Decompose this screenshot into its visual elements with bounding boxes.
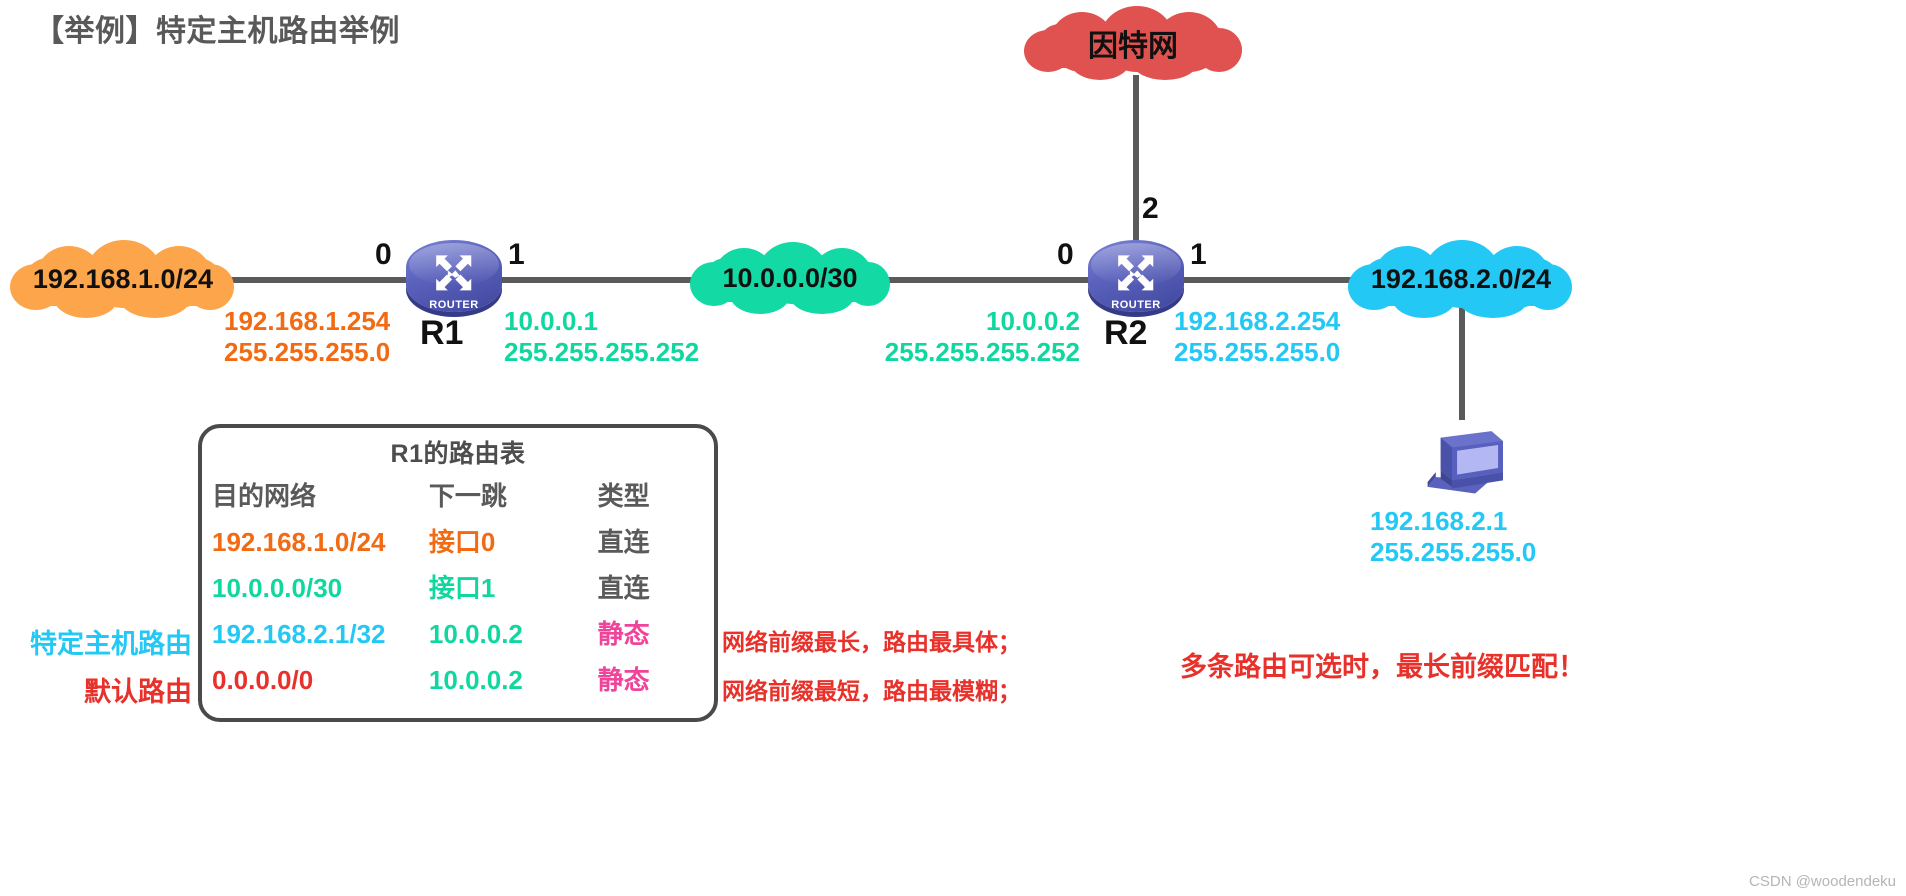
cell-nexthop: 10.0.0.2 [428, 619, 523, 649]
note-highlight-match: 多条路由可选时，最长前缀匹配！ [1180, 652, 1585, 682]
port-label-r2-2: 2 [1142, 192, 1159, 225]
iface-r1-if0: 192.168.1.254 255.255.255.0 [224, 306, 390, 367]
link-r1-wan [480, 277, 740, 283]
row-tag-default-route: 默认路由 [84, 677, 192, 707]
router-r1[interactable]: ROUTER [406, 240, 502, 312]
cell-dest: 192.168.2.1/32 [212, 619, 386, 649]
iface-ip: 192.168.2.254 [1174, 306, 1341, 336]
table-row: 192.168.1.0/24 接口0 直连 [202, 522, 714, 559]
cloud-puff [1196, 28, 1242, 72]
router-highlight [408, 242, 500, 287]
router-r2[interactable]: ROUTER [1088, 240, 1184, 312]
cloud-puff [54, 278, 118, 318]
computer-icon [1427, 431, 1503, 494]
iface-mask: 255.255.255.252 [884, 336, 1080, 367]
cloud-lan2: 192.168.2.0/24 [1348, 240, 1574, 318]
cell-nexthop: 10.0.0.2 [428, 665, 523, 695]
port-label-r2-1: 1 [1190, 238, 1207, 271]
cloud-lan1-label: 192.168.1.0/24 [32, 263, 214, 294]
cloud-puff [186, 264, 234, 310]
router-icon [436, 254, 472, 290]
cloud-puff [1070, 42, 1130, 80]
cloud-wan-label: 10.0.0.0/30 [722, 262, 858, 293]
cell-nexthop: 接口0 [428, 527, 496, 557]
cell-dest: 0.0.0.0/0 [212, 665, 314, 695]
note-shortest-prefix: 网络前缀最短，路由最模糊； [722, 678, 1021, 704]
host-mask: 255.255.255.0 [1370, 536, 1537, 567]
link-r2-lan2 [1165, 277, 1385, 283]
routing-table-title: R1的路由表 [390, 440, 526, 468]
router-highlight [1090, 242, 1182, 287]
routing-table: R1的路由表 目的网络 下一跳 类型 192.168.1.0/24 接口0 直连… [198, 424, 718, 722]
routing-table-header: 目的网络 下一跳 类型 [202, 476, 714, 513]
router-r1-name: R1 [420, 314, 464, 352]
iface-mask: 255.255.255.0 [1174, 336, 1341, 367]
cloud-internet-label: 因特网 [1088, 30, 1178, 63]
port-label-r2-0: 0 [1057, 238, 1074, 271]
page-title: 【举例】特定主机路由举例 [34, 15, 400, 48]
host-ip: 192.168.2.1 [1370, 506, 1508, 536]
iface-ip: 10.0.0.1 [504, 306, 598, 336]
column-header-nexthop: 下一跳 [428, 481, 507, 511]
column-header-dest: 目的网络 [212, 481, 317, 511]
router-r2-name: R2 [1104, 314, 1148, 352]
table-row: 192.168.2.1/32 10.0.0.2 静态 [202, 614, 714, 651]
link-lan1-r1 [196, 277, 428, 283]
host-computer[interactable] [1412, 418, 1512, 500]
cloud-internet: 因特网 [1022, 6, 1244, 80]
cloud-puff [1392, 278, 1456, 318]
iface-ip: 10.0.0.2 [986, 306, 1080, 336]
iface-r1-if1: 10.0.0.1 255.255.255.252 [504, 306, 699, 367]
iface-ip: 192.168.1.254 [224, 306, 391, 336]
cell-nexthop: 接口1 [428, 573, 496, 603]
cloud-puff [730, 276, 790, 314]
table-row: 10.0.0.0/30 接口1 直连 [202, 568, 714, 605]
link-lan2-host [1459, 300, 1465, 420]
cell-type: 直连 [597, 573, 650, 603]
link-r2-internet [1133, 75, 1139, 255]
cell-type: 直连 [597, 527, 650, 557]
router-icon [1118, 254, 1154, 290]
cloud-puff [1524, 264, 1572, 310]
row-tag-host-route: 特定主机路由 [30, 629, 192, 659]
cloud-puff [120, 280, 190, 318]
router-badge: ROUTER [1111, 299, 1161, 311]
port-label-r1-0: 0 [375, 238, 392, 271]
link-wan-r2 [860, 277, 1114, 283]
cloud-puff [1132, 44, 1198, 80]
column-header-type: 类型 [597, 481, 650, 511]
host-ip-block: 192.168.2.1 255.255.255.0 [1370, 506, 1536, 567]
routing-table-body: 192.168.1.0/24 接口0 直连 10.0.0.0/30 接口1 直连… [202, 522, 714, 697]
iface-mask: 255.255.255.252 [504, 336, 700, 367]
cell-dest: 192.168.1.0/24 [212, 527, 386, 557]
cloud-lan2-label: 192.168.2.0/24 [1370, 263, 1552, 294]
cloud-lan1: 192.168.1.0/24 [10, 240, 236, 318]
router-badge: ROUTER [429, 299, 479, 311]
iface-mask: 255.255.255.0 [224, 336, 391, 367]
cloud-wan: 10.0.0.0/30 [690, 242, 890, 314]
cell-dest: 10.0.0.0/30 [212, 573, 343, 603]
iface-r2-if0: 10.0.0.2 255.255.255.252 [885, 306, 1080, 367]
note-longest-prefix: 网络前缀最长，路由最具体； [722, 629, 1021, 655]
iface-r2-if1: 192.168.2.254 255.255.255.0 [1174, 306, 1340, 367]
cell-type: 静态 [597, 665, 650, 695]
cloud-puff [1458, 280, 1528, 318]
cloud-puff [790, 278, 854, 314]
cell-type: 静态 [597, 619, 650, 649]
watermark: CSDN @woodendeku [1749, 873, 1896, 890]
table-row: 0.0.0.0/0 10.0.0.2 静态 [202, 660, 714, 697]
port-label-r1-1: 1 [508, 238, 525, 271]
